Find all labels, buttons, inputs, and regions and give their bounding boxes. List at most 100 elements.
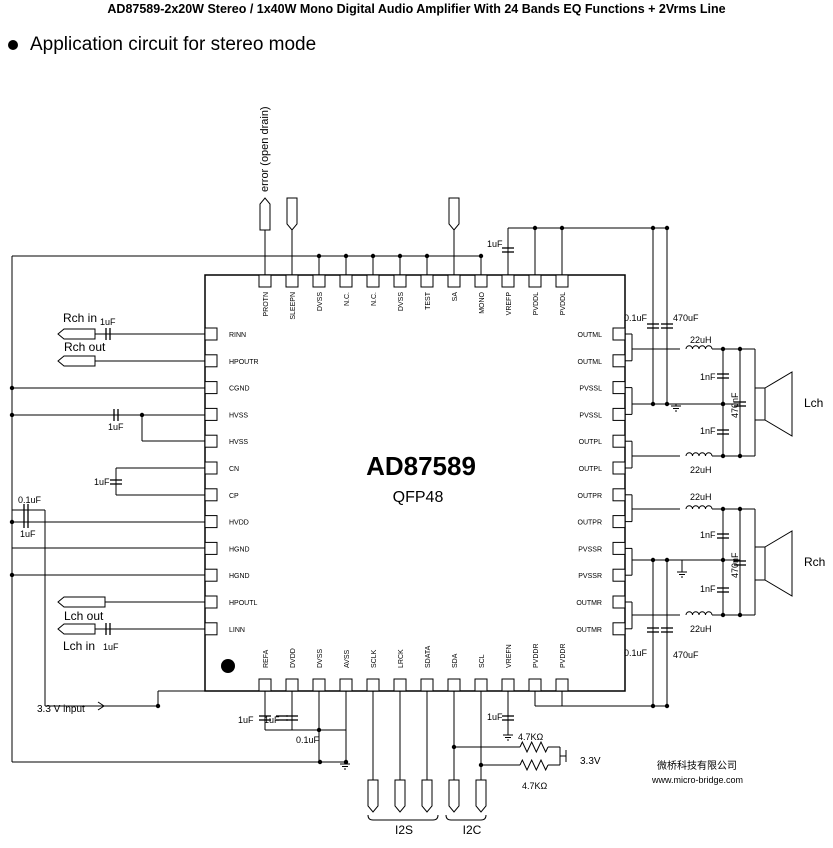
pin-hvss <box>204 407 218 421</box>
pin-pvssr <box>612 568 626 582</box>
pin-nc <box>339 274 353 288</box>
pin-hvss <box>204 434 218 448</box>
pin-pvddr <box>555 678 569 692</box>
cap-label-pvddl-470: 470uF <box>673 313 699 323</box>
i2s-label: I2S <box>395 823 413 837</box>
junction-dot <box>664 703 670 709</box>
junction-dot <box>650 401 656 407</box>
pin-label: DVSS <box>317 292 324 311</box>
junction-dot <box>532 225 538 231</box>
lch-speaker-label: Lch <box>804 396 823 410</box>
pin-sdata <box>420 678 434 692</box>
pin-cn <box>204 461 218 475</box>
res-label-1: 4.7KΩ <box>518 732 544 742</box>
junction-dot <box>650 703 656 709</box>
pin-outml <box>612 327 626 341</box>
i2c-bracket-icon <box>445 814 487 821</box>
cap-label-linn: 1uF <box>103 642 119 652</box>
resistor-icon <box>519 758 549 772</box>
cap-label-vrefp: 1uF <box>487 239 503 249</box>
speaker-icon <box>754 387 766 421</box>
pin-dvdd <box>285 678 299 692</box>
pin-protn <box>258 274 272 288</box>
pin-label: OUTPL <box>579 439 602 446</box>
input-arrow-icon <box>97 701 105 711</box>
junction-dot <box>737 506 743 512</box>
inductor-icon <box>685 452 713 457</box>
pin-label: HGND <box>229 573 250 580</box>
pin-label: SCLK <box>371 649 378 668</box>
pin-pvddl <box>555 274 569 288</box>
resistor-icon <box>519 740 549 754</box>
pin-label: HPOUTR <box>229 359 259 366</box>
pin-sleepn <box>285 274 299 288</box>
pin-label: PVDDL <box>560 292 567 315</box>
junction-dot <box>139 412 145 418</box>
pin-label: PVSSR <box>578 573 602 580</box>
junction-dot <box>559 225 565 231</box>
cap-label-vrefn: 1uF <box>487 712 503 722</box>
pin-label: HVDD <box>229 520 249 527</box>
pin-label: OUTPR <box>578 520 603 527</box>
inductor-icon <box>685 505 713 510</box>
pin-label: HVSS <box>229 412 248 419</box>
cap-label-dvdd-01: 0.1uF <box>296 735 320 745</box>
pin-label: DVSS <box>398 292 405 311</box>
pin-pvssl <box>612 407 626 421</box>
junction-dot <box>9 412 15 418</box>
chip-name: AD87589 <box>366 451 476 481</box>
pin-pvddr <box>528 678 542 692</box>
junction-dot <box>9 572 15 578</box>
junction-dot <box>316 253 322 259</box>
junction-dot <box>478 762 484 768</box>
pin-label: VREFP <box>506 292 513 316</box>
pin-label: OUTML <box>578 332 603 339</box>
pin-outml <box>612 354 626 368</box>
cap-label-470nf-r: 470nF <box>730 552 740 578</box>
connector-icon <box>367 779 379 813</box>
pin-label: PVSSR <box>578 546 602 553</box>
pin-label: HVSS <box>229 439 248 446</box>
pin-outmr <box>612 595 626 609</box>
connector-icon <box>448 779 460 813</box>
section-heading: Application circuit for stereo mode <box>8 34 316 56</box>
pin-label: HPOUTL <box>229 600 258 607</box>
pin-pvssr <box>612 541 626 555</box>
junction-dot <box>9 519 15 525</box>
pin-mono <box>474 274 488 288</box>
i2c-label: I2C <box>463 823 482 837</box>
junction-dot <box>720 612 726 618</box>
pin-label: SDATA <box>425 645 432 668</box>
pin-label: OUTMR <box>576 627 602 634</box>
cap-label-hvss: 1uF <box>108 422 124 432</box>
cap-label-1nf-l1: 1nF <box>700 372 716 382</box>
pin-test <box>420 274 434 288</box>
pin1-marker <box>221 659 235 673</box>
error-label: error (open drain) <box>259 106 271 192</box>
junction-dot <box>424 253 430 259</box>
v33-label: 3.3V <box>580 756 601 767</box>
pin-scl <box>474 678 488 692</box>
pin-label: CN <box>229 466 239 473</box>
rch-speaker-label: Rch <box>804 555 825 569</box>
pin-nc <box>366 274 380 288</box>
pin-outmr <box>612 622 626 636</box>
pin-label: AVSS <box>344 650 351 668</box>
junction-dot <box>737 612 743 618</box>
pin-sclk <box>366 678 380 692</box>
connector-icon <box>259 197 271 231</box>
junction-dot <box>343 759 349 765</box>
pin-label: REFA <box>263 649 270 668</box>
junction-dot <box>370 253 376 259</box>
left-pins: RINNHPOUTRCGNDHVSSHVSSCNCPHVDDHGNDHGNDHP… <box>204 327 259 636</box>
inductor-icon <box>685 611 713 616</box>
lch-out-label: Lch out <box>64 609 104 623</box>
pin-label: N.C. <box>371 292 378 306</box>
pin-hgnd <box>204 541 218 555</box>
pin-avss <box>339 678 353 692</box>
pin-hpoutr <box>204 354 218 368</box>
connector-icon <box>421 779 433 813</box>
pin-hpoutl <box>204 595 218 609</box>
